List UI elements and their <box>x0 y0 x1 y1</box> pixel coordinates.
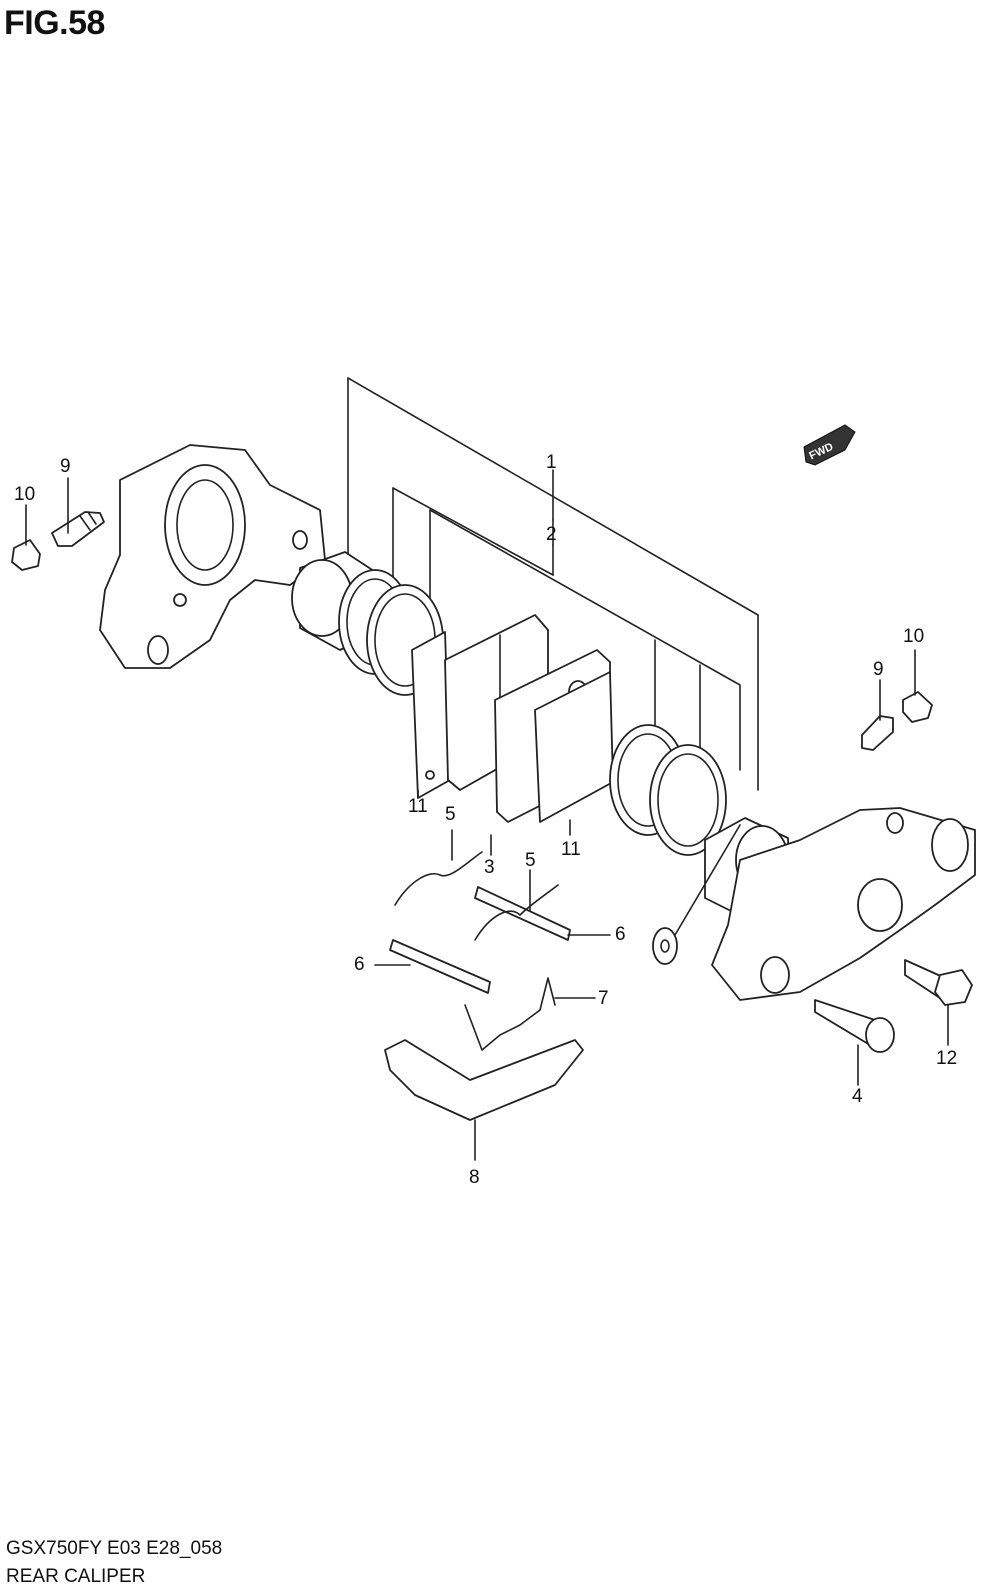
caliper-cover <box>384 1039 584 1121</box>
leader-lines <box>25 477 949 1161</box>
callout-6-right: 6 <box>615 924 626 945</box>
direction-marker: FWD <box>803 424 856 466</box>
callout-9-right: 9 <box>873 659 884 680</box>
washer <box>652 927 678 965</box>
pad-pin-lower <box>389 939 491 994</box>
callout-11-left: 11 <box>408 796 428 817</box>
bleeder-valve-right <box>861 715 894 751</box>
footer-figure-name: REAR CALIPER <box>6 1566 146 1587</box>
callout-5-left: 5 <box>445 804 456 825</box>
pad-spring-clip-b <box>474 884 559 941</box>
bleeder-cap-left <box>11 539 41 571</box>
caliper-housing-left <box>99 444 326 669</box>
callout-10-left: 10 <box>14 484 35 505</box>
callout-2: 2 <box>546 524 557 545</box>
callout-4: 4 <box>852 1086 863 1107</box>
callout-7: 7 <box>598 988 609 1009</box>
caliper-bolt <box>814 999 895 1053</box>
callout-3: 3 <box>484 857 495 878</box>
assembly-bracket-lines <box>347 377 759 791</box>
callout-8: 8 <box>469 1167 480 1188</box>
callout-labels: 1 2 3 4 5 5 6 6 7 8 9 9 10 10 11 11 12 <box>14 452 957 1188</box>
callout-12: 12 <box>936 1048 957 1069</box>
callout-9-left: 9 <box>60 456 71 477</box>
figure-title: FIG.58 <box>4 4 105 42</box>
caliper-housing-right <box>711 807 976 1001</box>
callout-5-right: 5 <box>525 850 536 871</box>
callout-6-left: 6 <box>354 954 365 975</box>
pad-shim-left <box>411 631 451 799</box>
callout-10-right: 10 <box>903 626 924 647</box>
footer-model-code: GSX750FY E03 E28_058 <box>6 1538 223 1559</box>
callout-1: 1 <box>546 452 557 473</box>
callout-11-right: 11 <box>561 839 581 860</box>
piston-seals-right <box>609 724 727 856</box>
mounting-bolt <box>904 959 973 1006</box>
pad-spring-clip-a <box>394 851 483 906</box>
pad-spring <box>464 977 556 1051</box>
bleeder-cap-right <box>902 691 933 723</box>
bleeder-valve-left <box>51 511 105 547</box>
